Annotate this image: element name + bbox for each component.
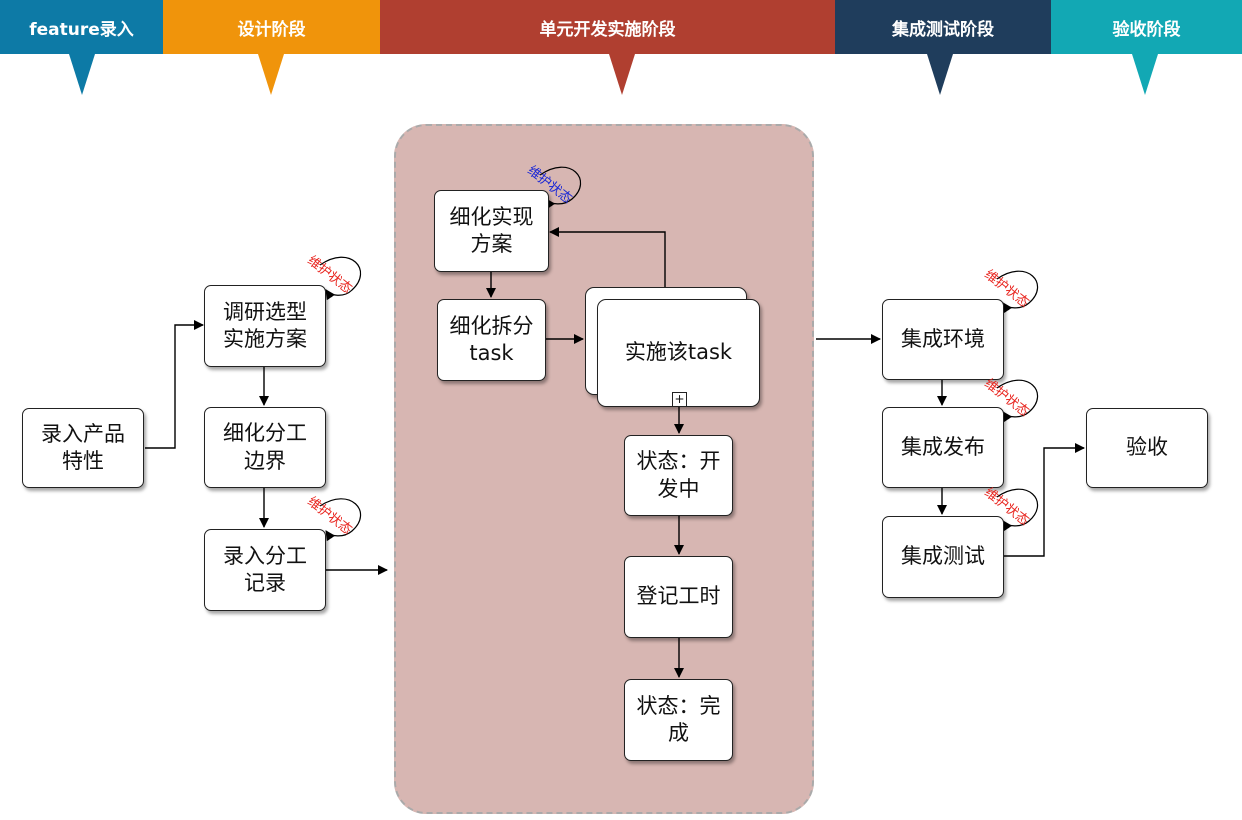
node-status-done: 状态：完 成: [624, 679, 733, 761]
phase-feature-entry-pointer: [69, 54, 95, 95]
self-loop-env: [996, 270, 1039, 314]
phase-design-pointer: [258, 54, 284, 95]
phase-design: 设计阶段: [163, 0, 380, 54]
node-implement-task: 实施该task: [597, 299, 760, 407]
self-loop-research: [319, 256, 362, 301]
node-integration-release: 集成发布: [882, 407, 1004, 488]
node-status-developing: 状态：开 发中: [624, 435, 733, 516]
phase-unit-development-pointer: [609, 54, 635, 95]
phase-unit-development: 单元开发实施阶段: [380, 0, 835, 54]
node-log-hours: 登记工时: [624, 556, 733, 638]
self-loop-division: [319, 498, 362, 542]
self-loop-release: [996, 379, 1039, 423]
node-integration-env: 集成环境: [882, 299, 1004, 380]
phase-acceptance-pointer: [1132, 54, 1158, 95]
subprocess-marker-icon: +: [672, 392, 687, 407]
node-record-feature: 录入产品 特性: [22, 408, 144, 488]
node-research-plan: 调研选型 实施方案: [204, 285, 326, 367]
arrow-feature-to-research: [145, 320, 204, 449]
node-refine-boundary: 细化分工 边界: [204, 407, 326, 488]
phase-feature-entry: feature录入: [0, 0, 163, 54]
node-acceptance: 验收: [1086, 408, 1208, 488]
phase-integration-test: 集成测试阶段: [835, 0, 1051, 54]
arrow-test-to-acceptance: [1004, 443, 1085, 557]
node-integration-test: 集成测试: [882, 516, 1004, 598]
self-loop-test: [996, 488, 1039, 532]
self-loop-solution: [539, 166, 582, 210]
phase-acceptance: 验收阶段: [1051, 0, 1242, 54]
node-split-task: 细化拆分 task: [437, 299, 546, 381]
node-record-division: 录入分工 记录: [204, 529, 326, 611]
arrow-implement-to-solution: [549, 227, 666, 287]
node-refine-solution: 细化实现 方案: [434, 190, 549, 272]
phase-integration-test-pointer: [927, 54, 953, 95]
